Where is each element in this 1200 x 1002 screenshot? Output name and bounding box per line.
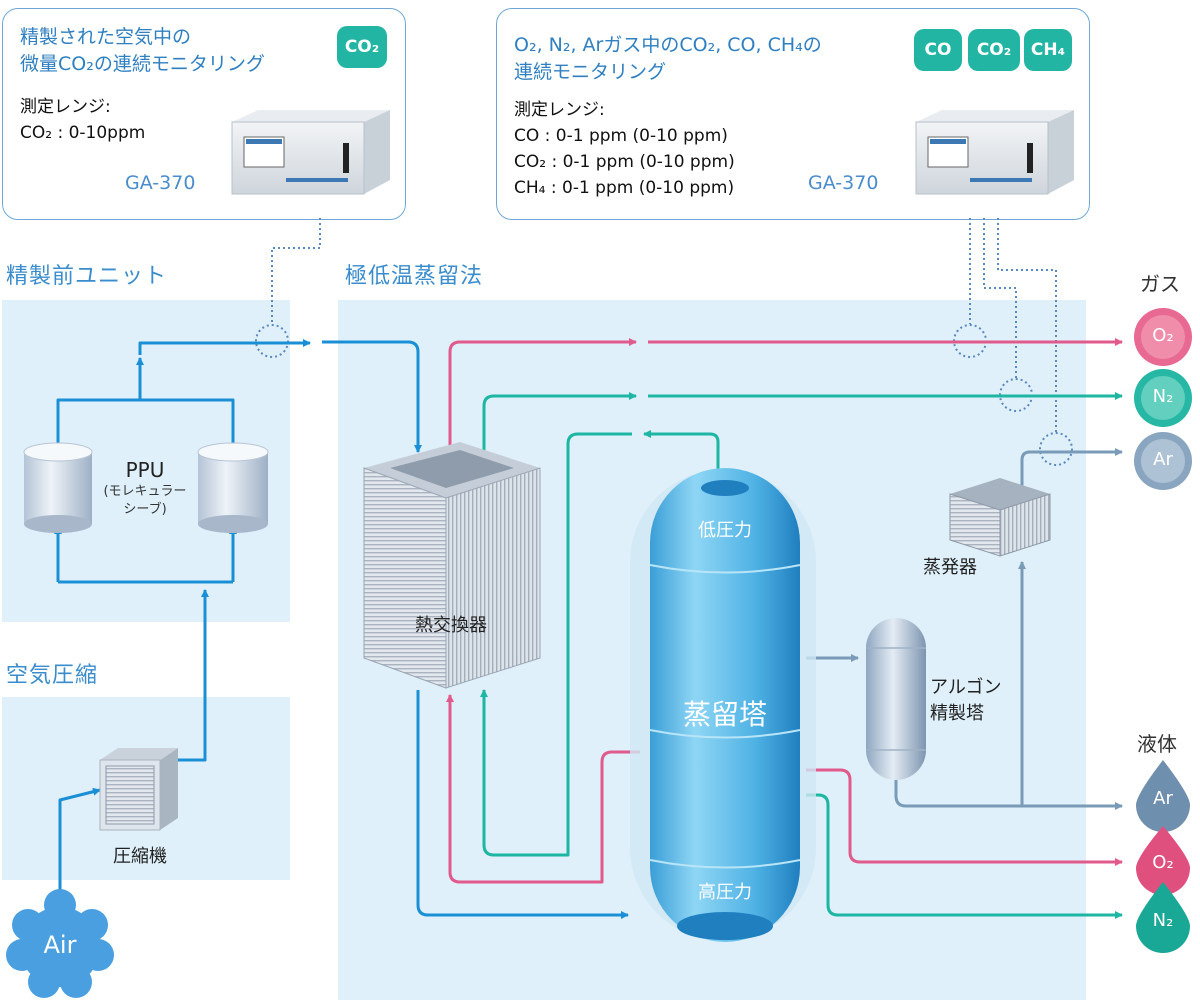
- compressor-label: 圧縮機: [113, 846, 167, 867]
- argon-flow-lines: [806, 448, 1123, 810]
- heat-exchanger-label: 熱交換器: [415, 615, 487, 636]
- liquid-section-label: 液体: [1137, 732, 1177, 756]
- analyzer-left-model: GA-370: [125, 172, 196, 194]
- air-label: Air: [43, 931, 77, 959]
- gas-ar-badge: [1134, 432, 1192, 490]
- air-flow-lines: [54, 339, 629, 919]
- heat-exchanger: [363, 442, 541, 689]
- analyzer-left-range-0: CO₂ : 0-10ppm: [20, 123, 146, 143]
- ppu-vessel-left: [23, 442, 93, 533]
- analyzer-right-model: GA-370: [808, 172, 879, 194]
- evaporator-unit: [949, 478, 1051, 557]
- chip-ch4: CH₄: [1024, 29, 1072, 71]
- analyzer-right-range-label: 測定レンジ:: [514, 100, 605, 120]
- chip-co: CO: [914, 29, 962, 71]
- section-compression: 空気圧縮: [6, 663, 99, 688]
- chip-co2-right: CO₂: [968, 29, 1020, 71]
- liquid-o2-label: O₂: [1152, 852, 1174, 873]
- analyzer-right-range-1: CO₂ : 0-1 ppm (0-10 ppm): [514, 152, 735, 172]
- analyzer-left-title-1: 精製された空気中の: [20, 26, 192, 48]
- column-main-label: 蒸留塔: [682, 698, 767, 731]
- liquid-n2-drop: [1136, 882, 1190, 953]
- ppu-label: PPU: [125, 458, 165, 482]
- ppu-sub-label-2: シーブ): [123, 502, 167, 517]
- evaporator-label: 蒸発器: [923, 557, 977, 578]
- argon-column: [866, 618, 926, 780]
- distillation-column: [630, 468, 816, 942]
- liquid-ar-label: Ar: [1153, 788, 1173, 809]
- analyzer-left-title-2: 微量CO₂の連続モニタリング: [20, 53, 265, 75]
- analyzer-left-range-label: 測定レンジ:: [20, 97, 111, 117]
- ppu-vessel-right: [197, 442, 269, 533]
- argon-column-label-2: 精製塔: [930, 703, 984, 724]
- liquid-o2-drop: [1136, 826, 1190, 895]
- analyzer-device-right: [915, 110, 1074, 195]
- nitrogen-flow-lines: [480, 392, 1123, 919]
- analyzer-right-range-0: CO : 0-1 ppm (0-10 ppm): [514, 126, 728, 146]
- section-cryogenic: 極低温蒸留法: [345, 264, 484, 289]
- compressor-unit: [99, 748, 178, 831]
- gas-n2-badge: [1134, 369, 1192, 427]
- gas-n2-label: N₂: [1152, 386, 1174, 407]
- section-pre-unit: 精製前ユニット: [6, 264, 168, 289]
- analyzer-right-title-2: 連続モニタリング: [514, 61, 667, 83]
- liquid-n2-label: N₂: [1152, 910, 1174, 931]
- gas-o2-label: O₂: [1152, 325, 1174, 346]
- gas-o2-badge: [1134, 308, 1192, 366]
- low-pressure-label: 低圧力: [698, 520, 752, 541]
- analyzer-right-title-1: O₂, N₂, Arガス中のCO₂, CO, CH₄の: [514, 34, 822, 56]
- sample-line-left: [255, 218, 321, 358]
- oxygen-flow-lines: [446, 338, 1123, 884]
- liquid-ar-drop: [1136, 760, 1190, 832]
- high-pressure-label: 高圧力: [698, 882, 752, 903]
- gas-ar-label: Ar: [1153, 449, 1173, 470]
- analyzer-device-left: [231, 110, 390, 195]
- chip-co2-left: CO₂: [337, 26, 387, 68]
- gas-section-label: ガス: [1140, 272, 1180, 296]
- ppu-sub-label-1: (モレキュラー: [103, 484, 187, 499]
- air-cloud: [6, 889, 114, 998]
- analyzer-right-range-2: CH₄ : 0-1 ppm (0-10 ppm): [514, 178, 735, 198]
- argon-column-label-1: アルゴン: [930, 677, 1002, 698]
